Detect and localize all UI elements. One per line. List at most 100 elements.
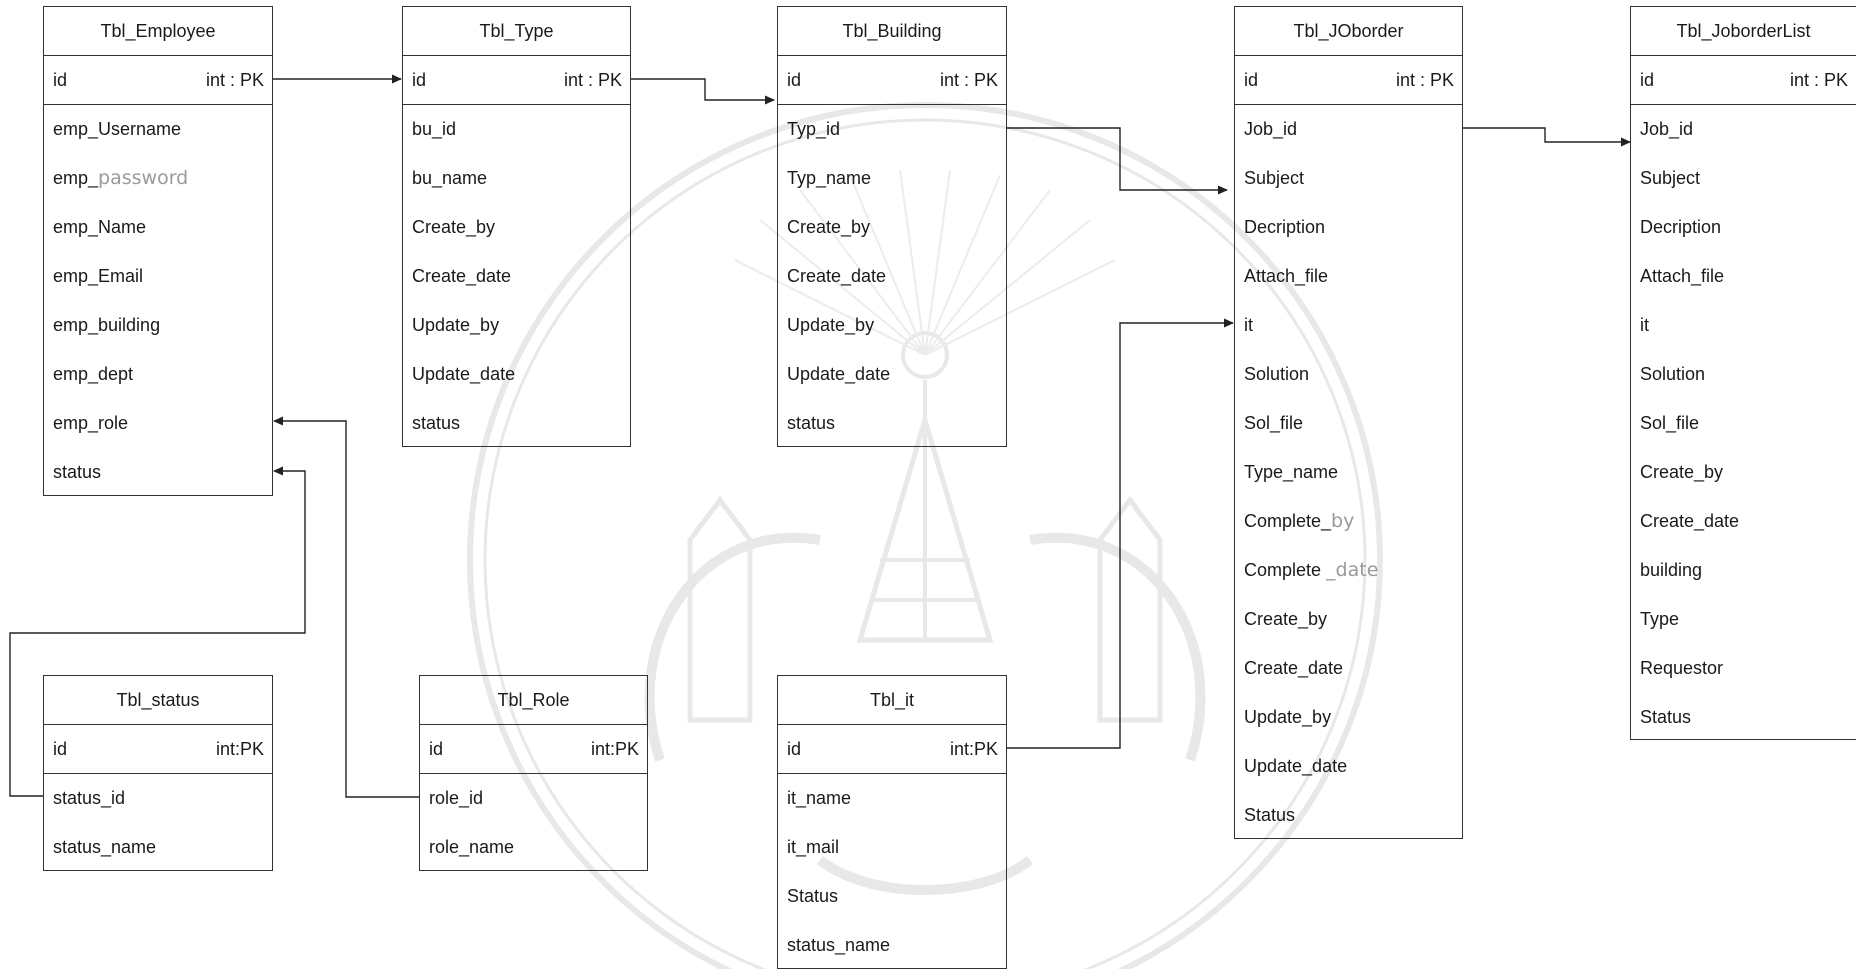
field-text-head: emp_ xyxy=(53,168,99,188)
pk-name: id xyxy=(787,69,802,90)
field-it: it xyxy=(1244,315,1253,335)
field-role-id: role_id xyxy=(429,788,484,808)
pk-name: id xyxy=(53,738,68,759)
field-typ-id: Typ_id xyxy=(787,119,841,139)
table-title: Tbl_JOborder xyxy=(1235,7,1462,56)
field-subject: Subject xyxy=(1640,168,1701,188)
field-status: Status xyxy=(1244,805,1296,825)
connector-status-employee xyxy=(9,466,306,797)
table-title: Tbl_status xyxy=(44,676,272,725)
field-create-by: Create_by xyxy=(412,217,496,237)
pk-type: int:PK xyxy=(590,738,639,759)
pk-name: id xyxy=(1640,69,1655,90)
field-create-date: Create_date xyxy=(1244,658,1344,678)
field-solution: Solution xyxy=(1244,364,1310,384)
pk-name: id xyxy=(1244,69,1259,90)
pk-row: id int : PK xyxy=(44,56,272,105)
table-status[interactable]: Tbl_status id int:PK status_id status_na… xyxy=(43,675,273,871)
field-type: Type xyxy=(1640,609,1680,629)
table-title: Tbl_it xyxy=(778,676,1006,725)
field-role-name: role_name xyxy=(429,837,515,857)
connector-role-employee xyxy=(273,416,419,798)
field-create-date: Create_date xyxy=(1640,511,1740,531)
field-emp-email: emp_Email xyxy=(53,266,144,286)
field-building: building xyxy=(1640,560,1703,580)
table-employee[interactable]: Tbl_Employee id int : PK emp_Username em… xyxy=(43,6,273,496)
connector-building-joborder xyxy=(1007,127,1228,195)
field-emp-username: emp_Username xyxy=(53,119,182,139)
field-status-name: status_name xyxy=(53,837,157,857)
field-status: Status xyxy=(1640,707,1692,727)
connector-type-building xyxy=(630,78,775,105)
field-update-date: Update_date xyxy=(1244,756,1348,776)
field-update-date: Update_date xyxy=(787,364,891,384)
pk-type: int : PK xyxy=(1395,69,1454,90)
pk-row: id int:PK xyxy=(420,725,647,774)
table-title: Tbl_JoborderList xyxy=(1631,7,1856,56)
field-create-date: Create_date xyxy=(787,266,887,286)
field-status: Status xyxy=(787,886,839,906)
field-text-tail: _date xyxy=(1326,559,1379,581)
field-it: it xyxy=(1640,315,1649,335)
connector-it-joborder xyxy=(1007,318,1234,749)
pk-name: id xyxy=(787,738,802,759)
pk-type: int : PK xyxy=(1789,69,1848,90)
table-title: Tbl_Role xyxy=(420,676,647,725)
field-text-tail: password xyxy=(98,167,189,189)
pk-row: id int:PK xyxy=(44,725,272,774)
pk-row: id int : PK xyxy=(778,56,1006,105)
field-create-date: Create_date xyxy=(412,266,512,286)
pk-row: id int : PK xyxy=(1235,56,1462,105)
field-update-by: Update_by xyxy=(1244,707,1332,727)
field-update-by: Update_by xyxy=(412,315,500,335)
field-solution: Solution xyxy=(1640,364,1706,384)
field-status: status xyxy=(787,413,836,433)
field-create-by: Create_by xyxy=(1244,609,1328,629)
field-bu-name: bu_name xyxy=(412,168,488,188)
field-create-by: Create_by xyxy=(787,217,871,237)
table-role[interactable]: Tbl_Role id int:PK role_id role_name xyxy=(419,675,648,871)
pk-name: id xyxy=(53,69,68,90)
field-decription: Decription xyxy=(1244,217,1326,237)
field-create-by: Create_by xyxy=(1640,462,1724,482)
field-job-id: Job_id xyxy=(1244,119,1298,139)
pk-type: int:PK xyxy=(949,738,998,759)
table-title: Tbl_Employee xyxy=(44,7,272,56)
pk-row: id int:PK xyxy=(778,725,1006,774)
table-title: Tbl_Building xyxy=(778,7,1006,56)
field-attach-file: Attach_file xyxy=(1640,266,1725,286)
field-emp-role: emp_role xyxy=(53,413,129,433)
field-sol-file: Sol_file xyxy=(1244,413,1304,433)
field-status-id: status_id xyxy=(53,788,126,808)
field-bu-id: bu_id xyxy=(412,119,457,139)
field-complete-date: Complete _date xyxy=(1235,546,1462,595)
pk-type: int : PK xyxy=(939,69,998,90)
table-joborder[interactable]: Tbl_JOborder id int : PK Job_id Subject … xyxy=(1234,6,1463,839)
pk-row: id int : PK xyxy=(403,56,630,105)
table-type[interactable]: Tbl_Type id int : PK bu_id bu_name Creat… xyxy=(402,6,631,447)
pk-type: int:PK xyxy=(215,738,264,759)
table-it[interactable]: Tbl_it id int:PK it_name it_mail Status … xyxy=(777,675,1007,969)
field-emp-dept: emp_dept xyxy=(53,364,134,384)
connector-joborder-joborderlist xyxy=(1462,127,1631,147)
pk-type: int : PK xyxy=(205,69,264,90)
pk-name: id xyxy=(429,738,444,759)
field-subject: Subject xyxy=(1244,168,1305,188)
field-emp-password: emp_password xyxy=(44,154,272,203)
field-text-head: Complete xyxy=(1244,560,1327,580)
field-attach-file: Attach_file xyxy=(1244,266,1329,286)
field-status-name: status_name xyxy=(787,935,891,955)
table-building[interactable]: Tbl_Building id int : PK Typ_id Typ_name… xyxy=(777,6,1007,447)
field-typ-name: Typ_name xyxy=(787,168,872,188)
field-emp-name: emp_Name xyxy=(53,217,147,237)
table-joborderlist[interactable]: Tbl_JoborderList id int : PK Job_id Subj… xyxy=(1630,6,1856,740)
field-sol-file: Sol_file xyxy=(1640,413,1700,433)
field-it-name: it_name xyxy=(787,788,852,808)
field-text-tail: by xyxy=(1331,510,1355,532)
field-update-date: Update_date xyxy=(412,364,516,384)
field-decription: Decription xyxy=(1640,217,1722,237)
pk-name: id xyxy=(412,69,427,90)
field-text-head: Complete_ xyxy=(1244,511,1332,531)
